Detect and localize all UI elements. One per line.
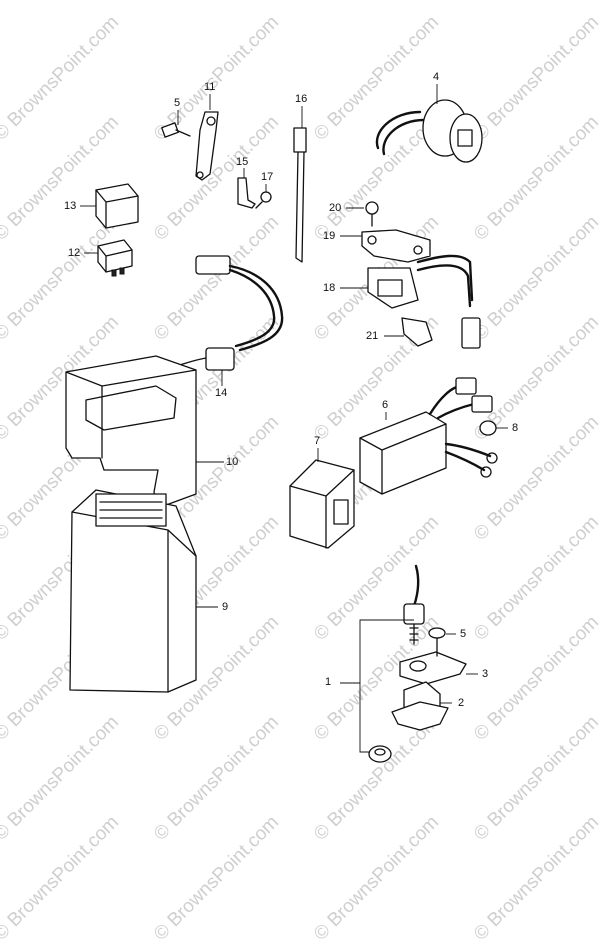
part-14-harness (175, 255, 284, 386)
part-16-cable-tie (293, 106, 307, 263)
part-9-ecu (69, 489, 218, 693)
callout-2: 2 (458, 697, 465, 709)
part-10-cover (65, 355, 224, 509)
part-15-bracket (237, 168, 256, 209)
part-6-module (359, 377, 498, 495)
callout-5-lower: 5 (460, 628, 467, 640)
callout-19: 19 (323, 230, 336, 242)
callout-5: 5 (174, 97, 181, 109)
callout-4: 4 (433, 71, 440, 83)
callout-15: 15 (236, 156, 249, 168)
part-17-screw (255, 184, 272, 209)
part-4-socket (375, 84, 483, 163)
part-5-bolt (161, 110, 191, 138)
part-19-plate (340, 229, 431, 263)
callout-8: 8 (512, 422, 519, 434)
diagram-drawing (65, 84, 508, 763)
callout-1: 1 (325, 676, 332, 688)
callout-17: 17 (261, 171, 274, 183)
callout-9: 9 (222, 601, 229, 613)
part-13-relay (80, 183, 139, 229)
part-12-relay (84, 239, 133, 277)
callout-14: 14 (215, 387, 228, 399)
part-7-relay-block (289, 448, 355, 549)
callout-6: 6 (382, 399, 389, 411)
part-20-screw (346, 201, 379, 227)
callout-12: 12 (68, 247, 81, 259)
part-18-sensor (340, 254, 481, 349)
parts-diagram: © BrownsPoint.com© BrownsPoint.com© Brow… (0, 12, 600, 945)
callout-18: 18 (323, 282, 336, 294)
callout-13: 13 (64, 200, 77, 212)
callout-21: 21 (366, 330, 379, 342)
callout-3: 3 (482, 668, 489, 680)
part-1-switch-assembly (340, 564, 478, 763)
callout-20: 20 (329, 202, 342, 214)
callout-10: 10 (226, 456, 239, 468)
part-11-ground-strap (195, 94, 219, 181)
callout-11: 11 (204, 81, 216, 93)
callout-7: 7 (314, 435, 321, 447)
callout-16: 16 (295, 93, 308, 105)
part-8-cap (479, 420, 508, 436)
part-21-clip (384, 317, 433, 347)
